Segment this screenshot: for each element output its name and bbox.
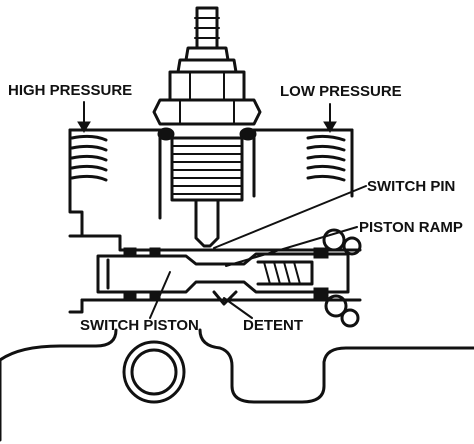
housing <box>68 128 362 314</box>
low-pressure-arrow <box>323 103 337 133</box>
high-pressure-spring <box>70 134 108 182</box>
high-pressure-arrow <box>77 101 91 133</box>
label-piston-ramp: PISTON RAMP <box>359 219 463 236</box>
leader-lines <box>149 185 367 319</box>
label-high-pressure: HIGH PRESSURE <box>8 82 132 99</box>
lower-housing <box>0 328 474 442</box>
switch-body <box>152 6 262 141</box>
label-detent: DETENT <box>243 317 303 334</box>
piston-ramp-assembly <box>256 228 362 328</box>
low-pressure-spring <box>306 134 346 182</box>
label-low-pressure: LOW PRESSURE <box>280 83 402 100</box>
label-switch-piston: SWITCH PISTON <box>80 317 199 334</box>
label-switch-pin: SWITCH PIN <box>367 178 455 195</box>
